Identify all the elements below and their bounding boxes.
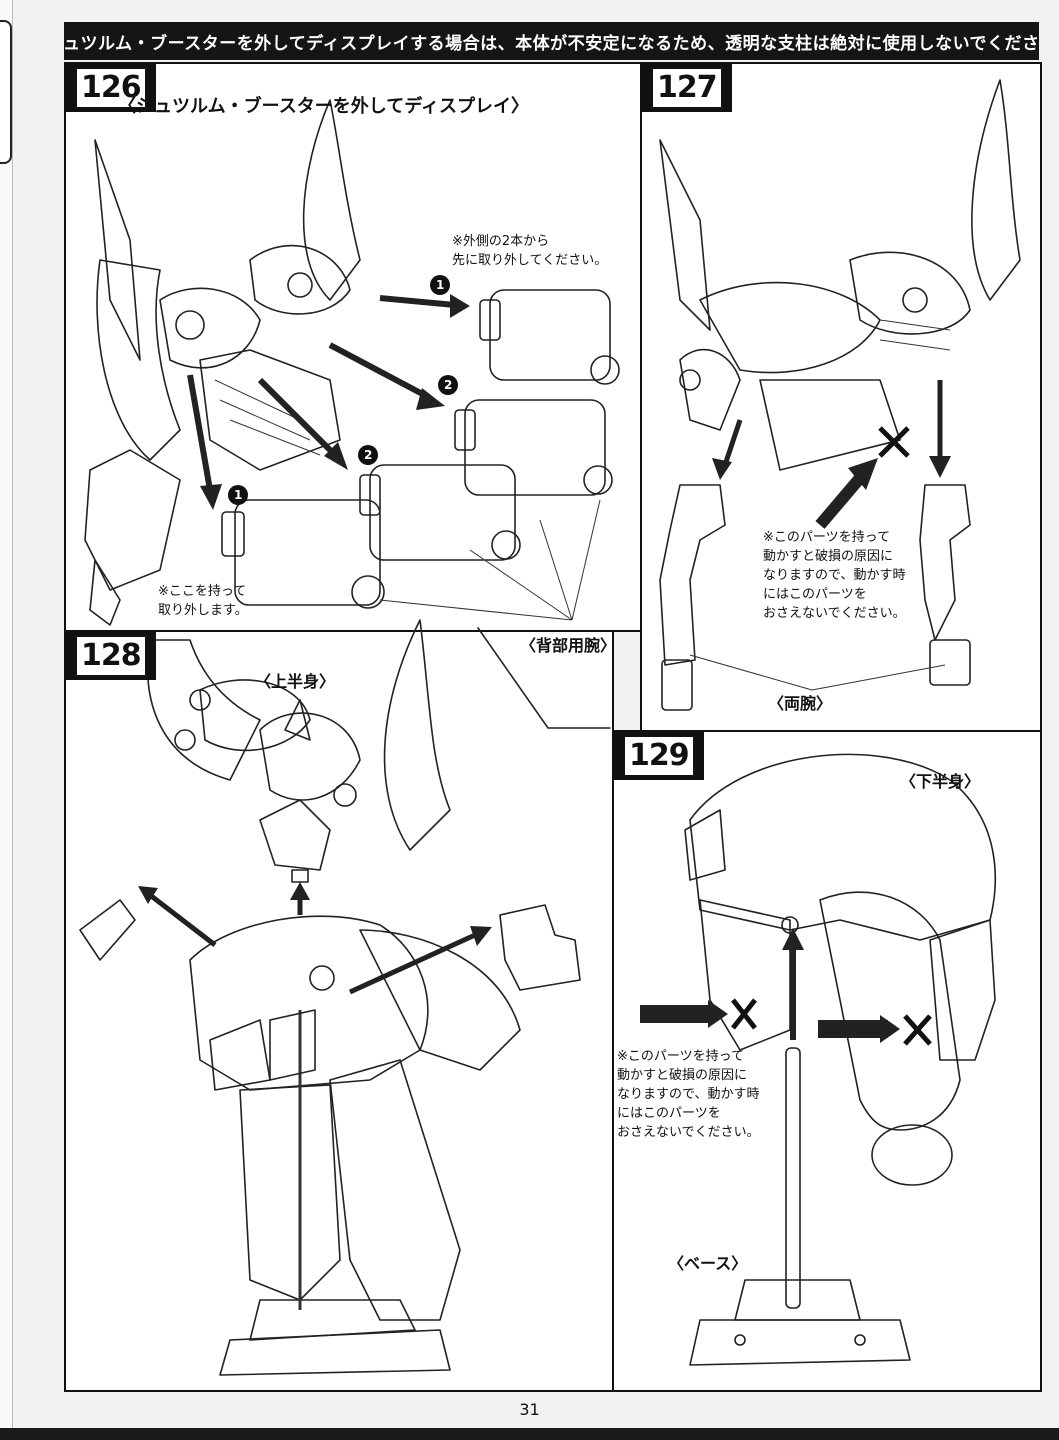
step-127-caution-note: ※このパーツを持って 動かすと破損の原因に なりますので、動かす時 にはこのパー… — [763, 530, 906, 621]
step-number-127: 127 — [642, 64, 732, 112]
step-128-arrows — [138, 882, 492, 995]
step-127-arm-right — [919, 484, 971, 686]
step-126-label-back-arms: 〈背部用腕〉 — [520, 636, 617, 655]
step-number-128: 128 — [66, 632, 156, 680]
order-mark-2-top: 2 — [444, 378, 453, 392]
bottom-shadow — [0, 1428, 1059, 1440]
step-126-note-hold: ※ここを持って 取り外します。 — [158, 584, 248, 618]
step-128-label-upper-body: 〈上半身〉 — [255, 672, 336, 691]
step-126-order-marks — [228, 275, 458, 505]
page-edge — [0, 0, 13, 1440]
step-129-label-lower-body: 〈下半身〉 — [900, 772, 981, 791]
warning-text: ※シュツルム・ブースターを外してディスプレイする場合は、本体が不安定になるため、… — [64, 33, 1039, 54]
panel-divider — [477, 627, 611, 729]
step-127-label-leaders — [689, 654, 946, 691]
step-127-x-mark — [878, 426, 910, 458]
step-129-base-stand — [689, 1047, 911, 1366]
step-126-booster-1-bottom — [221, 499, 385, 609]
step-number-126: 126 — [66, 64, 156, 112]
step-129-label-base: 〈ベース〉 — [668, 1254, 748, 1273]
step-126-title: 〈シュツルム・ブースターを外してディスプレイ〉 — [118, 96, 529, 117]
warning-header: ※シュツルム・ブースターを外してディスプレイする場合は、本体が不安定になるため、… — [64, 22, 1039, 60]
panel-step-129 — [612, 730, 1042, 1392]
step-127-label-both-arms: 〈両腕〉 — [768, 694, 833, 713]
step-128-lower-body — [189, 915, 521, 1376]
order-mark-1-top: 1 — [436, 278, 445, 292]
step-128-removed-parts — [79, 899, 581, 991]
step-129-x-marks — [731, 998, 932, 1046]
step-126-booster-2-bottom — [359, 464, 521, 561]
order-mark-1-bottom: 1 — [234, 488, 243, 502]
step-126-booster-1-top — [479, 289, 620, 385]
step-126-mobile-suit — [84, 99, 361, 626]
step-127-arm-left — [659, 484, 726, 711]
page-tab — [0, 20, 12, 164]
step-126-arrows — [187, 294, 470, 510]
panel-step-128 — [64, 630, 614, 1392]
step-129-arrows — [640, 928, 900, 1043]
order-mark-2-bottom: 2 — [364, 448, 373, 462]
step-number-129: 129 — [614, 732, 704, 780]
step-126-label-leaders — [379, 499, 601, 621]
step-126-booster-2-top — [454, 399, 613, 496]
step-127-mobile-suit — [659, 79, 1021, 471]
step-129-lower-body — [684, 753, 997, 1186]
step-127-arrows — [712, 380, 951, 529]
page-number: 31 — [519, 1400, 540, 1419]
step-128-upper-body — [146, 619, 451, 883]
step-129-caution-note: ※このパーツを持って 動かすと破損の原因に なりますので、動かす時 にはこのパー… — [617, 1049, 760, 1140]
step-126-note-top: ※外側の2本から 先に取り外してください。 — [452, 234, 608, 268]
